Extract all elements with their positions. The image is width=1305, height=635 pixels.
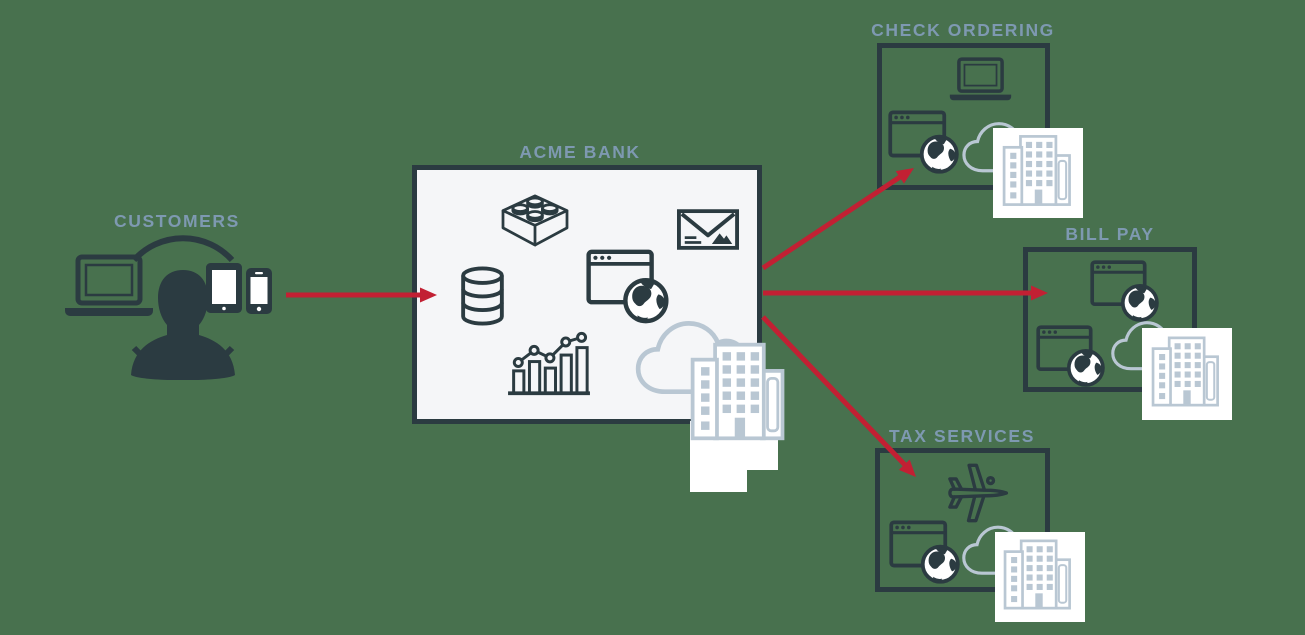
arrow-acme-to-tax-services: [761, 315, 916, 477]
check-ordering-box: [877, 43, 1050, 190]
check-ordering-label: CHECK ORDERING: [871, 20, 1055, 40]
arrow-acme-to-bill-pay: [763, 285, 1048, 301]
arrow-customers-to-acme: [286, 287, 437, 303]
acme-bank-label: ACME BANK: [519, 142, 641, 162]
customers-label: CUSTOMERS: [114, 211, 240, 231]
tax-services-label: TAX SERVICES: [889, 426, 1035, 446]
bill-pay-label: BILL PAY: [1065, 224, 1155, 244]
bill-pay-box: [1023, 247, 1197, 392]
arrow-acme-to-check-ordering: [761, 168, 914, 271]
tax-services-box: [875, 448, 1050, 592]
